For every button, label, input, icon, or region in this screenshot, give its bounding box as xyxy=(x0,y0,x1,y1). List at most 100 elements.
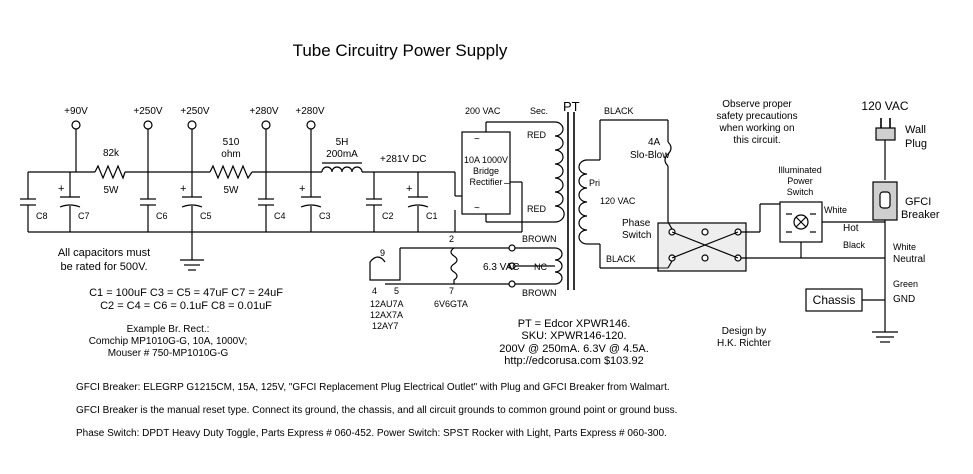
design-line-1: Design by xyxy=(722,326,766,337)
c5-plus-mark: + xyxy=(180,183,186,195)
c4-label: C4 xyxy=(274,211,286,221)
filter-chain: 82k 5W 510 ohm 5W 5H 200mA xyxy=(20,106,462,271)
fuse-rating: 4A xyxy=(648,137,661,148)
pri-black-bottom: BLACK xyxy=(606,254,636,264)
tap-280v-a-label: +280V xyxy=(249,106,279,117)
r2-power-label: 5W xyxy=(224,185,240,196)
illuminated-power-switch xyxy=(779,201,823,243)
cap-values-line-1: C1 = 100uF C3 = C5 = 47uF C7 = 24uF xyxy=(89,287,283,299)
earth-ground-icon xyxy=(872,331,898,343)
dc-281v-label: +281V DC xyxy=(380,154,426,165)
capacitor-c4 xyxy=(258,172,274,232)
tap-280v-b-label: +280V xyxy=(295,106,325,117)
rectifier-minus: – xyxy=(504,178,510,189)
wall-plug-icon xyxy=(875,118,896,180)
voltage-taps xyxy=(71,120,316,172)
tap-250v-b-label: +250V xyxy=(180,106,210,117)
c1-plus-mark: + xyxy=(406,183,412,195)
capacitor-c2 xyxy=(366,172,382,232)
c8-label: C8 xyxy=(36,211,48,221)
pri-label: Pri xyxy=(589,178,600,188)
choke-inductor xyxy=(321,166,363,173)
pin-9: 9 xyxy=(380,248,385,258)
heater-load xyxy=(369,247,509,285)
phase-switch-label-1: Phase xyxy=(622,218,651,229)
capacitor-c3-electrolytic xyxy=(300,172,322,232)
chassis-box: Chassis xyxy=(805,288,885,312)
tube-12ax7a: 12AX7A xyxy=(370,310,403,320)
c7-label: C7 xyxy=(78,211,90,221)
pt-info-line-4: http://edcorusa.com $103.92 xyxy=(504,355,643,367)
sec-red-bottom: RED xyxy=(527,204,547,214)
gfci-label-2: Breaker xyxy=(901,209,940,221)
rectifier-line-3: Rectifier xyxy=(469,177,502,187)
pt-info-line-2: SKU: XPWR146-120. xyxy=(521,330,626,342)
chassis-label: Chassis xyxy=(813,293,856,307)
safety-line-1: Observe proper xyxy=(722,99,792,110)
ground-symbol xyxy=(180,232,204,271)
rectifier-line-1: 10A 1000V xyxy=(464,155,508,165)
tube-12ay7: 12AY7 xyxy=(372,321,398,331)
fuse xyxy=(664,120,672,222)
pri-black-top: BLACK xyxy=(604,106,634,116)
rectifier-ac-top: ~ xyxy=(474,134,480,145)
pin-4: 4 xyxy=(372,286,377,296)
note-ground: GFCI Breaker is the manual reset type. C… xyxy=(76,405,677,416)
pin-5: 5 xyxy=(394,286,399,296)
sec-label: Sec. xyxy=(530,106,548,116)
r2-unit-label: ohm xyxy=(221,149,240,160)
c3-plus-mark: + xyxy=(299,183,305,195)
phase-switch-label-2: Switch xyxy=(622,230,651,241)
choke-inductance-label: 5H xyxy=(336,137,349,148)
gnd-label: GND xyxy=(893,294,915,305)
c2-label: C2 xyxy=(382,211,394,221)
capacitor-c6 xyxy=(140,172,156,232)
pri-vac-label: 120 VAC xyxy=(600,196,636,206)
r1-value-label: 82k xyxy=(103,148,120,159)
sec-red-top: RED xyxy=(527,130,547,140)
black-wire-label: Black xyxy=(843,240,866,250)
note-gfci: GFCI Breaker: ELEGRP G1215CM, 15A, 125V,… xyxy=(76,382,670,393)
rectifier-line-2: Bridge xyxy=(473,166,499,176)
safety-line-2: safety precautions xyxy=(716,111,797,122)
pin-2: 2 xyxy=(449,234,454,244)
r2-value-label: 510 xyxy=(223,137,240,148)
safety-line-4: this circuit. xyxy=(733,135,780,146)
cap-values-line-2: C2 = C4 = C6 = 0.1uF C8 = 0.01uF xyxy=(100,300,272,312)
white-wire-label-1: White xyxy=(824,205,847,215)
resistor-510-ohm xyxy=(209,164,253,180)
pt-info-line-1: PT = Edcor XPWR146. xyxy=(518,318,631,330)
cap-note-line-1: All capacitors must xyxy=(58,247,150,259)
example-rect-line-2: Comchip MP1010G-G, 10A, 1000V; xyxy=(89,336,248,347)
vac-200-label: 200 VAC xyxy=(465,106,501,116)
tube-12au7a: 12AU7A xyxy=(370,299,404,309)
phase-switch xyxy=(657,221,747,272)
gfci-breaker-icon xyxy=(872,181,898,221)
gfci-label-1: GFCI xyxy=(905,196,931,208)
heater-vac-label: 6.3 VAC xyxy=(483,262,520,273)
neutral-label: Neutral xyxy=(893,254,925,265)
heater-brown-bottom: BROWN xyxy=(522,288,557,298)
c7-plus-mark: + xyxy=(58,183,64,195)
rectifier-ac-bottom: ~ xyxy=(474,203,480,214)
c5-label: C5 xyxy=(200,211,212,221)
example-rect-line-3: Mouser # 750-MP1010G-G xyxy=(108,348,229,359)
wall-plug-label-1: Wall xyxy=(905,124,926,136)
tap-90v-label: +90V xyxy=(64,106,88,117)
note-switches: Phase Switch: DPDT Heavy Duty Toggle, Pa… xyxy=(76,428,667,439)
tap-250v-a-label: +250V xyxy=(133,106,163,117)
power-transformer xyxy=(554,112,588,290)
pt-label: PT xyxy=(563,99,580,114)
power-switch-label-2: Power xyxy=(787,176,813,186)
hot-label: Hot xyxy=(843,223,859,234)
tube-6v6gta: 6V6GTA xyxy=(434,299,468,309)
capacitor-c5-electrolytic xyxy=(181,172,203,232)
heater-brown-top: BROWN xyxy=(522,234,557,244)
r1-power-label: 5W xyxy=(104,185,120,196)
green-wire-label: Green xyxy=(893,279,918,289)
example-rect-line-1: Example Br. Rect.: xyxy=(127,324,210,335)
pin-7: 7 xyxy=(449,286,454,296)
choke-current-label: 200mA xyxy=(326,149,358,160)
c6-label: C6 xyxy=(156,211,168,221)
